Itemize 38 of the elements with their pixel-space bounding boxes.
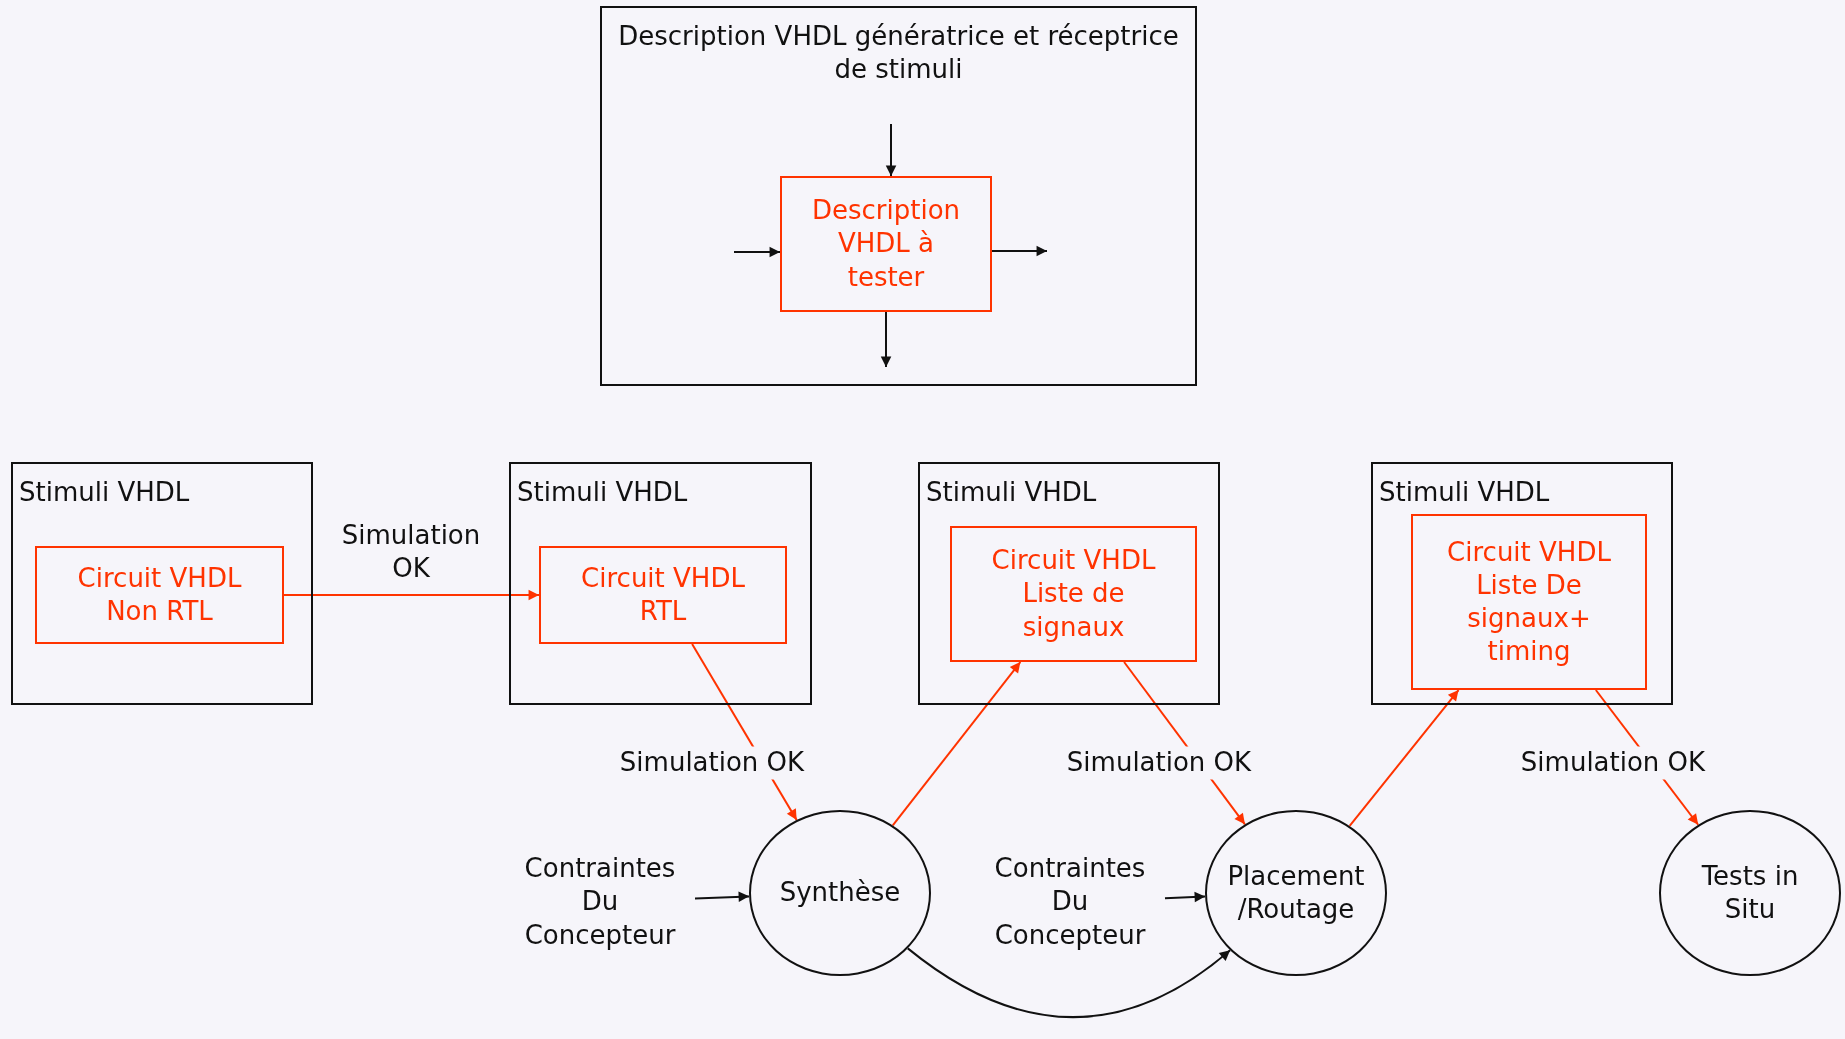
process-box [950, 526, 1197, 662]
panel-heading: Stimuli VHDL [517, 476, 688, 509]
process-circle [1205, 810, 1387, 976]
process-box [35, 546, 284, 644]
circle-text: Tests in Situ [1700, 860, 1800, 926]
box-text: Circuit VHDL Non RTL [76, 562, 243, 628]
panel-box [1371, 462, 1673, 705]
arrow [885, 123, 897, 177]
arrow [891, 661, 1022, 827]
arrow [880, 311, 892, 368]
constraint-text: Contraintes Du Concepteur [993, 852, 1147, 952]
panel-box [11, 462, 313, 705]
process-box [780, 176, 992, 312]
panel-heading: Stimuli VHDL [1379, 476, 1550, 509]
process-circle [749, 810, 931, 976]
panel-box [509, 462, 812, 705]
constraint-text: Contraintes Du Concepteur [523, 852, 677, 952]
circle-text: Placement /Routage [1226, 860, 1366, 926]
panel-heading: Stimuli VHDL [926, 476, 1097, 509]
arrow [1164, 891, 1207, 903]
circle-text: Synthèse [779, 876, 901, 910]
panel-heading: Stimuli VHDL [19, 476, 190, 509]
process-box [539, 546, 787, 644]
arrow [906, 947, 1232, 1019]
arrow [733, 246, 781, 258]
panel-box [600, 6, 1197, 386]
box-text: Description VHDL à tester [810, 194, 962, 294]
arrow [1348, 689, 1460, 827]
box-text: Circuit VHDL RTL [580, 562, 746, 628]
process-circle [1659, 810, 1841, 976]
panel-box [918, 462, 1220, 705]
process-box [1411, 514, 1647, 690]
arrow [283, 589, 540, 601]
arrow [991, 245, 1048, 257]
panel-heading: Description VHDL génératrice et réceptrice de stimuli [617, 20, 1180, 86]
arrow [694, 891, 751, 902]
box-text: Circuit VHDL Liste de signaux [990, 544, 1157, 644]
box-text: Circuit VHDL Liste De signaux+ timing [1446, 535, 1612, 668]
